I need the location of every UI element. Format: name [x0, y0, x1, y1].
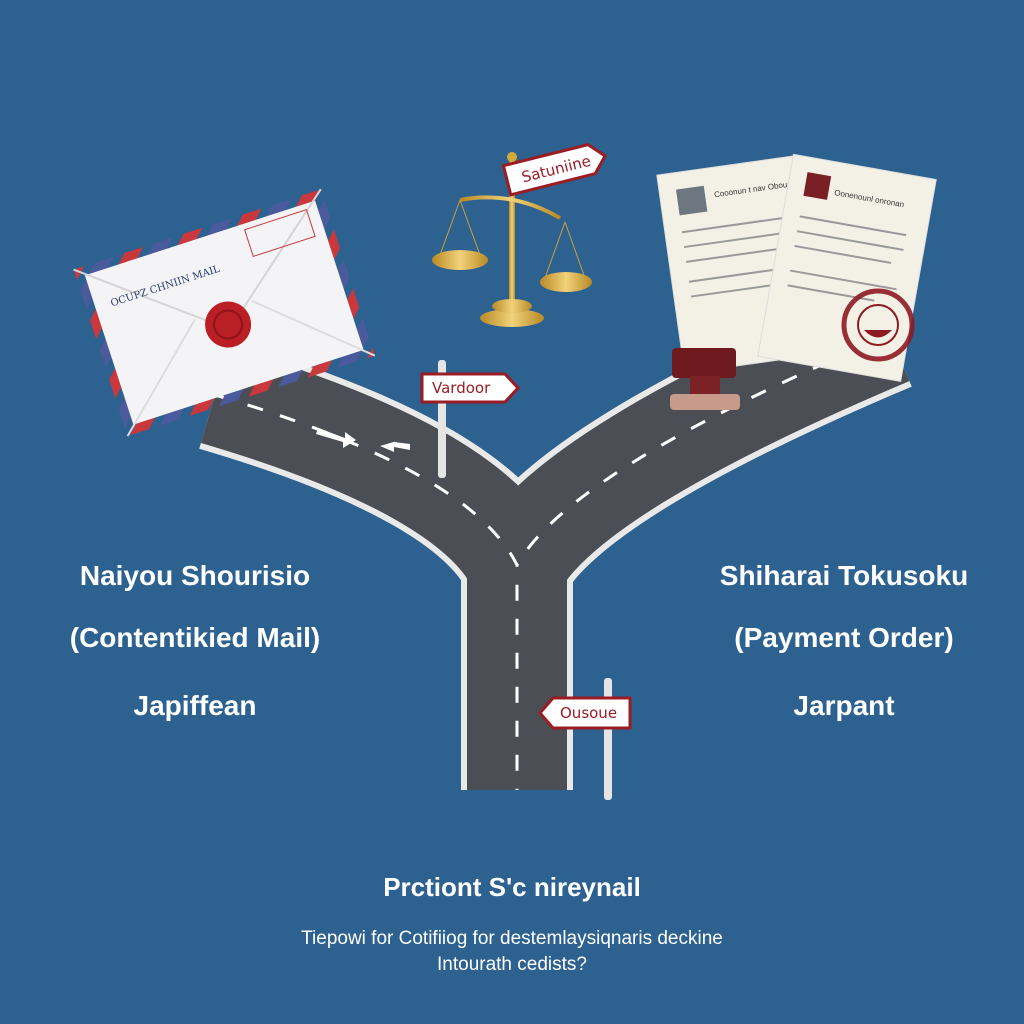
payment-order-documents: Cooonun t nav Oboun Oonenounl onronan — [656, 153, 937, 383]
footer-line-2: Intourath cedists? — [437, 954, 587, 975]
road-arrow-icon — [316, 428, 410, 452]
left-option-subtitle: (Contentikied Mail) — [69, 622, 321, 653]
trunk-road-sign: Ousoue — [538, 678, 632, 800]
right-option-title: Shiharai Tokusoku — [719, 560, 969, 591]
right-option-subtitle: (Payment Order) — [734, 622, 954, 653]
wax-seal-icon — [205, 301, 252, 348]
footer-title: Prctiont S'c nireynail — [383, 872, 641, 902]
road — [199, 283, 912, 790]
rubber-stamp-icon — [670, 348, 740, 410]
footer-line-1: Tiepowi for Cotifiiog for destemlaysiqna… — [301, 928, 723, 949]
left-option-region: Japiffean — [133, 690, 257, 721]
scale-sign: Satuniine — [501, 143, 608, 197]
right-option-region: Jarpant — [793, 690, 895, 721]
scales-of-justice-icon — [432, 152, 592, 327]
left-option-title: Naiyou Shourisio — [79, 560, 311, 591]
left-road-sign-text: Vardoor — [432, 379, 491, 397]
trunk-sign-text: Ousoue — [560, 704, 617, 722]
official-stamp-icon — [841, 288, 915, 362]
left-road-sign: Vardoor — [420, 360, 521, 478]
certified-mail-envelope: OCUPZ CHNIIN MAIL — [73, 188, 376, 437]
